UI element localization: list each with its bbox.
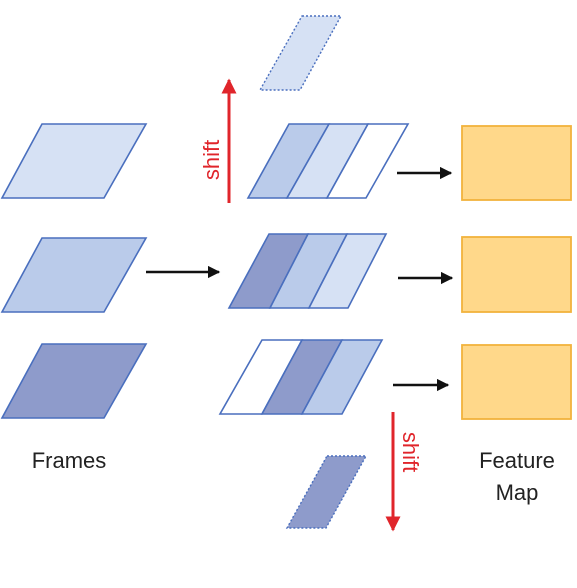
shift-up-label: shift [199,140,224,180]
tensor-row3-slice-3 [300,339,384,415]
feature-map-1 [461,125,572,201]
tensor-row1-slice-3 [325,123,410,199]
shift-down-label: shift [398,432,423,472]
frame-1 [0,123,148,199]
feature-map-label-line2: Map [496,480,539,505]
frame-3 [0,343,148,419]
feature-map-label-line1: Feature [479,448,555,473]
tensor-row2-slice-3 [307,233,388,309]
frames-label: Frames [32,448,107,473]
shifted-out-slice-bottom [285,455,368,529]
feature-map-2 [461,236,572,313]
feature-map-3 [461,344,572,420]
shifted-out-slice-top [258,15,343,91]
frame-2 [0,237,148,313]
